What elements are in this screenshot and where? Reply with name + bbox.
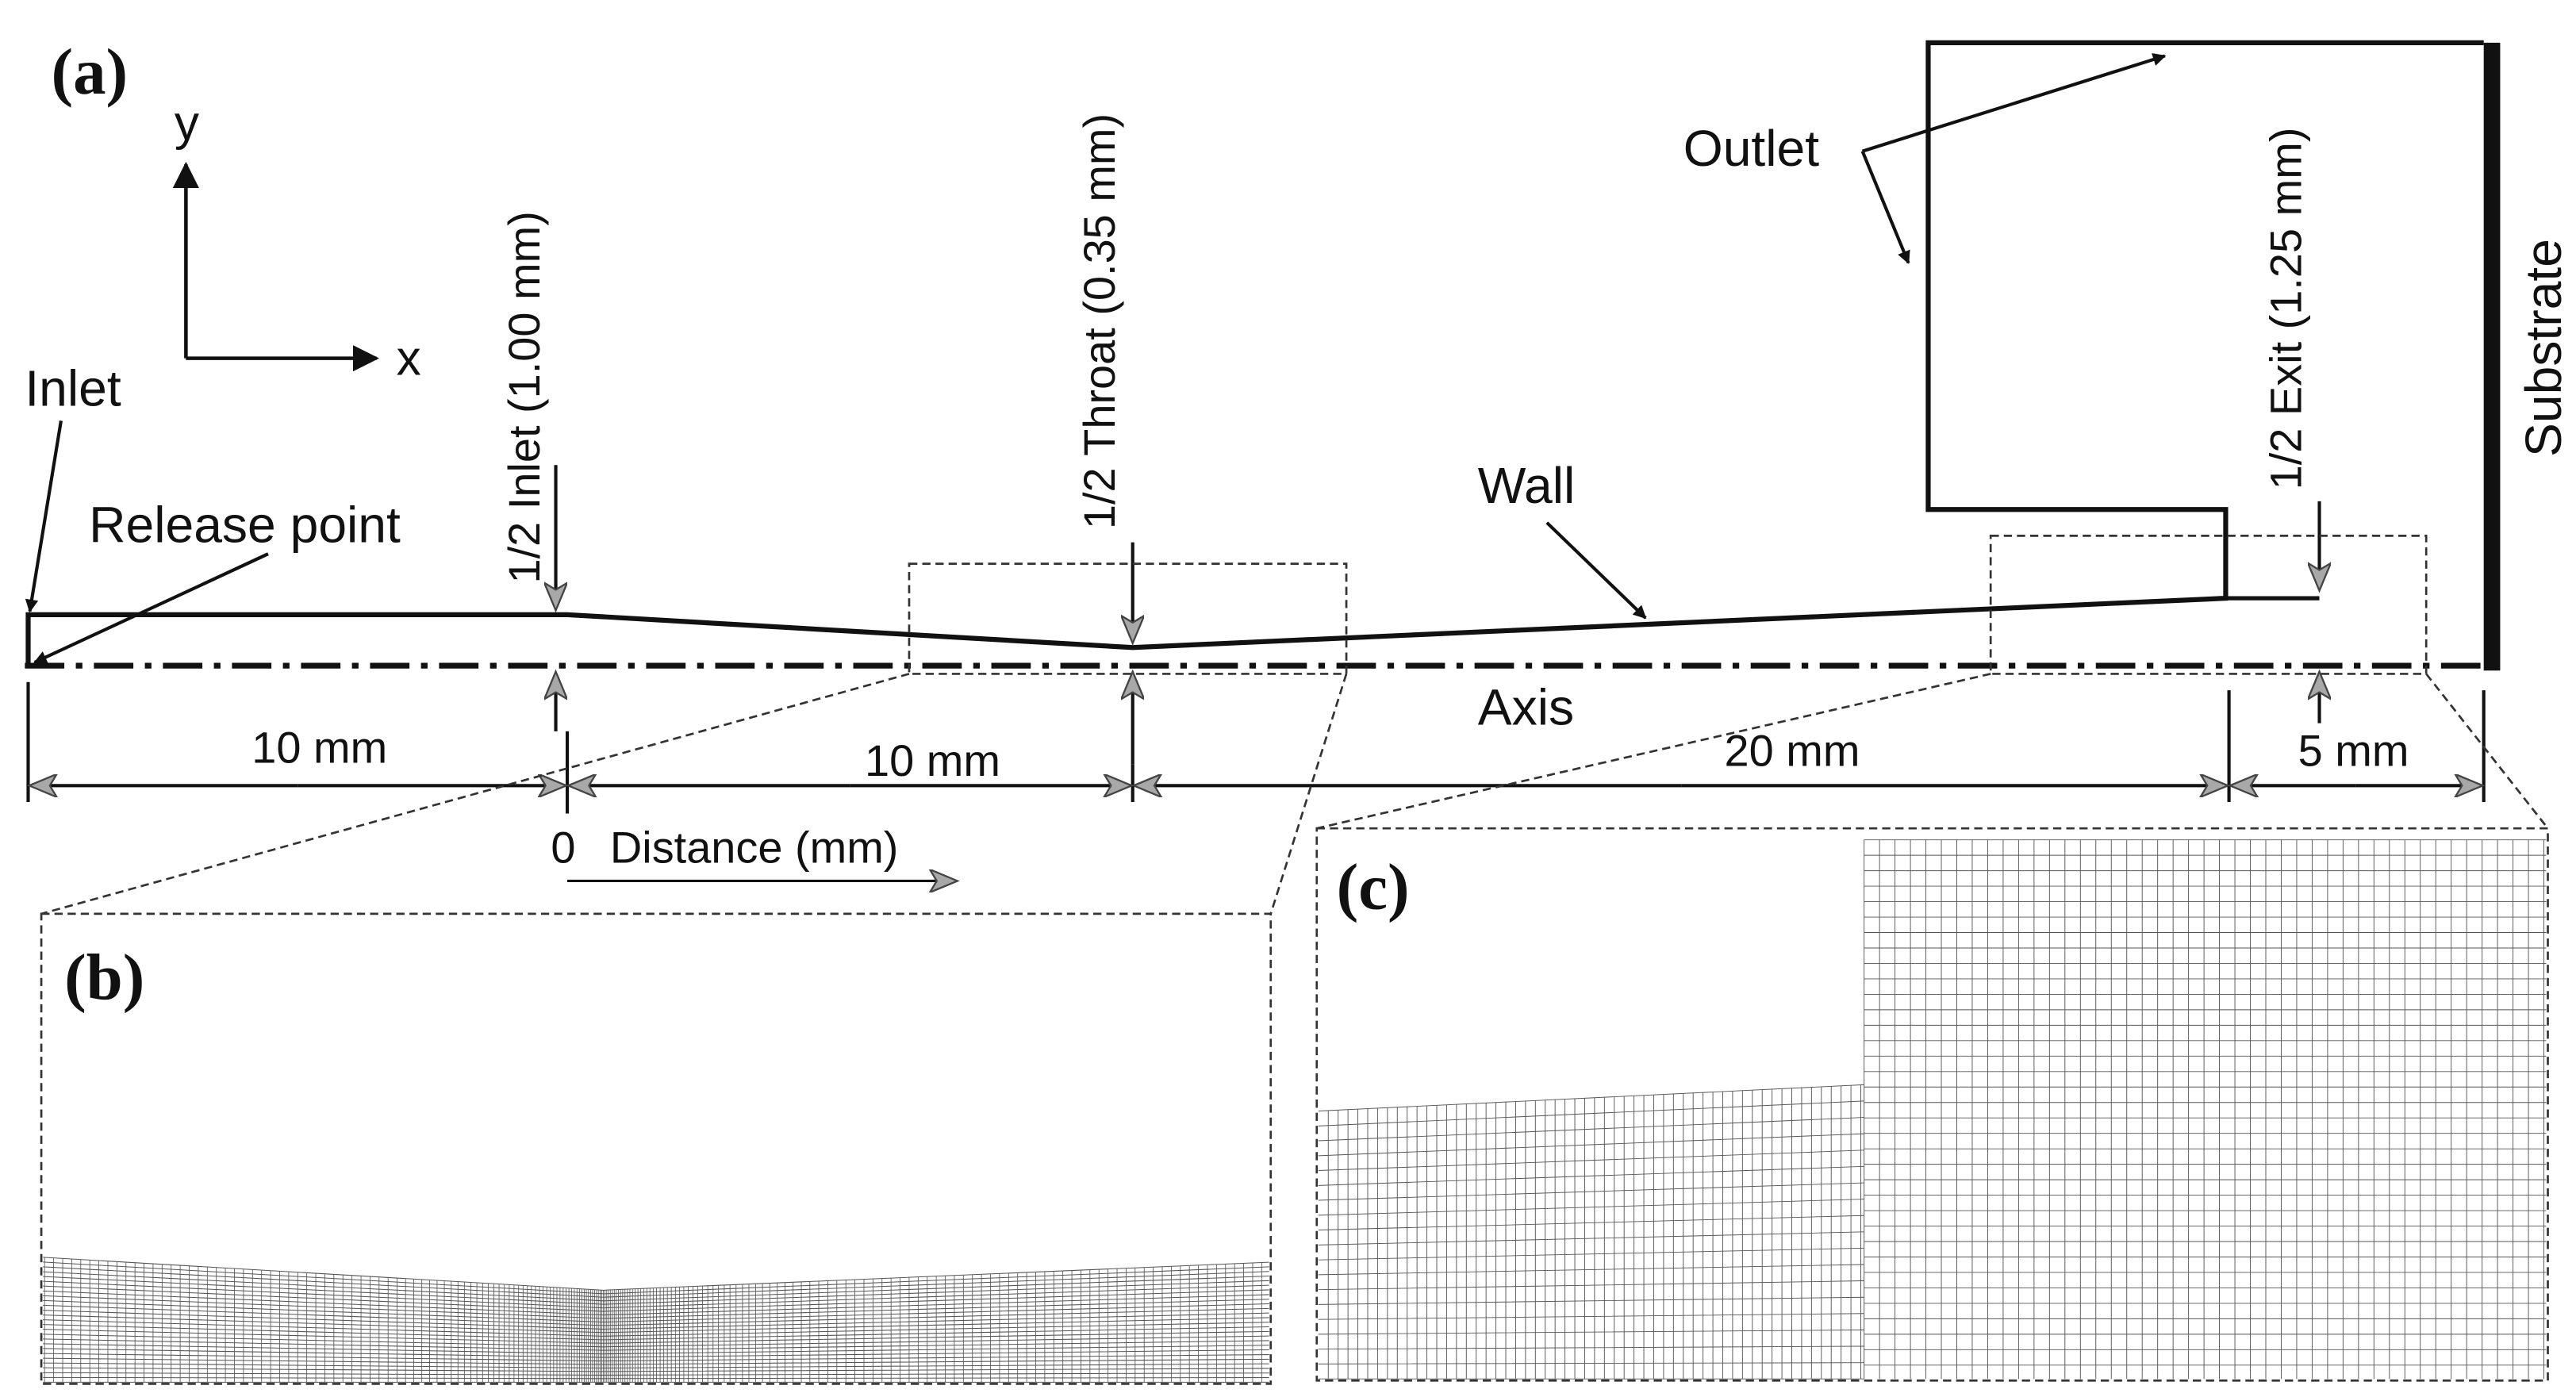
half-throat-label: 1/2 Throat (0.35 mm) [1074, 113, 1124, 529]
panel-a: (a) y x Axis Substrate Inlet Release poi… [25, 35, 2572, 881]
release-point-label: Release point [89, 497, 401, 554]
substrate-label: Substrate [2515, 239, 2572, 457]
inlet-pointer [25, 420, 63, 613]
panel-a-label: (a) [51, 35, 128, 108]
panel-b-frame [40, 912, 1273, 1385]
wall-pointer [1545, 521, 1647, 620]
dimension-lines [26, 681, 2486, 814]
wall-label: Wall [1478, 457, 1575, 514]
exit-mesh [1318, 839, 2547, 1380]
x-axis-label: x [397, 331, 421, 386]
dimension-label-4: 5 mm [2298, 725, 2409, 775]
zoom-projection-lines [40, 673, 2549, 915]
y-axis-label: y [175, 96, 199, 151]
panel-c-frame [1315, 827, 2549, 1382]
zoom-box-throat [908, 562, 1348, 675]
substrate-plate [2483, 42, 2501, 671]
distance-label: Distance (mm) [610, 823, 899, 873]
outlet-pointer-top [1861, 53, 2167, 153]
dimension-label-2: 10 mm [865, 735, 1000, 785]
panel-c: (c) [1315, 827, 2549, 1382]
release-point-pointer [33, 552, 269, 664]
half-inlet-label: 1/2 Inlet (1.00 mm) [499, 211, 549, 583]
panel-c-label: (c) [1337, 850, 1410, 923]
outlet-label: Outlet [1683, 120, 1819, 177]
dimension-label-1: 10 mm [251, 722, 387, 772]
distance-zero-label: 0 [551, 823, 575, 873]
outlet-pointer-side [1860, 150, 1910, 265]
throat-mesh [43, 1257, 1269, 1383]
dimension-label-3: 20 mm [1725, 725, 1860, 775]
zoom-box-exit [1989, 535, 2428, 675]
coordinate-axes-icon: y x [172, 96, 421, 386]
panel-b-label: (b) [64, 941, 144, 1014]
half-exit-label: 1/2 Exit (1.25 mm) [2261, 128, 2311, 490]
panel-b: (b) [40, 912, 1273, 1385]
axis-label: Axis [1478, 679, 1574, 736]
inlet-label: Inlet [25, 360, 121, 417]
